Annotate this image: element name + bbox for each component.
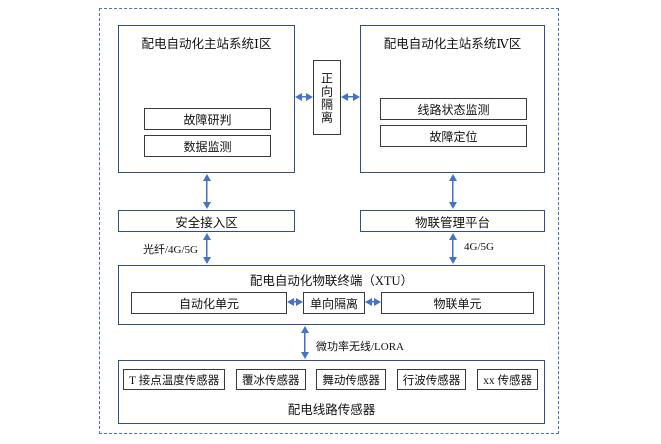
forward-isolation-box: 正向隔离: [313, 60, 341, 135]
lora-link-label: 微功率无线/LORA: [316, 341, 404, 353]
zone4-box: 配电自动化主站系统Ⅳ区 线路状态监测 故障定位: [360, 25, 545, 173]
arrow-automation-unidirectional: [287, 297, 303, 307]
iot-management-platform-box: 物联管理平台: [360, 210, 545, 232]
iot-unit-box: 物联单元: [381, 292, 534, 314]
sensor-area-title: 配电线路传感器: [287, 403, 376, 417]
diagram-boundary: [99, 8, 559, 434]
fiber-link-label: 光纤/4G/5G: [143, 244, 198, 256]
zone1-title: 配电自动化主站系统Ⅰ区: [141, 37, 272, 51]
automation-unit-box: 自动化单元: [131, 292, 287, 314]
xtu-title: 配电自动化物联终端（XTU）: [249, 274, 414, 288]
line-status-monitoring-box: 线路状态监测: [380, 98, 527, 120]
data-monitoring-box: 数据监测: [144, 135, 271, 157]
arrow-zone1-isolation: [295, 92, 313, 102]
zone1-box: 配电自动化主站系统Ⅰ区 故障研判 数据监测: [118, 25, 295, 173]
secure-access-zone-box: 安全接入区: [118, 210, 295, 232]
arrow-isolation-zone4: [341, 92, 360, 102]
sensor-row: T 接点温度传感器 覆冰传感器 舞动传感器 行波传感器 xx 传感器: [123, 369, 538, 390]
arrow-unidirectional-iot-unit: [365, 297, 381, 307]
xx-sensor-box: xx 传感器: [477, 369, 538, 390]
fault-analysis-box: 故障研判: [144, 108, 271, 130]
zone4-title: 配电自动化主站系统Ⅳ区: [383, 37, 522, 51]
arrow-xtu-sensors: [300, 326, 310, 359]
cellular-link-label: 4G/5G: [464, 241, 494, 253]
t-joint-temperature-sensor-box: T 接点温度传感器: [123, 369, 226, 390]
fault-location-box: 故障定位: [380, 125, 527, 147]
arrow-secure-access-xtu: [202, 233, 212, 264]
traveling-wave-sensor-box: 行波传感器: [396, 369, 467, 390]
arrow-iot-platform-xtu: [448, 233, 458, 264]
arrow-zone4-iot-platform: [448, 174, 458, 209]
sensor-area-box: T 接点温度传感器 覆冰传感器 舞动传感器 行波传感器 xx 传感器 配电线路传…: [118, 360, 545, 424]
xtu-box: 配电自动化物联终端（XTU） 自动化单元 单向隔离 物联单元: [118, 265, 545, 325]
unidirectional-isolation-box: 单向隔离: [303, 292, 365, 314]
galloping-sensor-box: 舞动传感器: [316, 369, 386, 390]
arrow-zone1-secure-access: [202, 174, 212, 209]
icing-sensor-box: 覆冰传感器: [236, 369, 306, 390]
